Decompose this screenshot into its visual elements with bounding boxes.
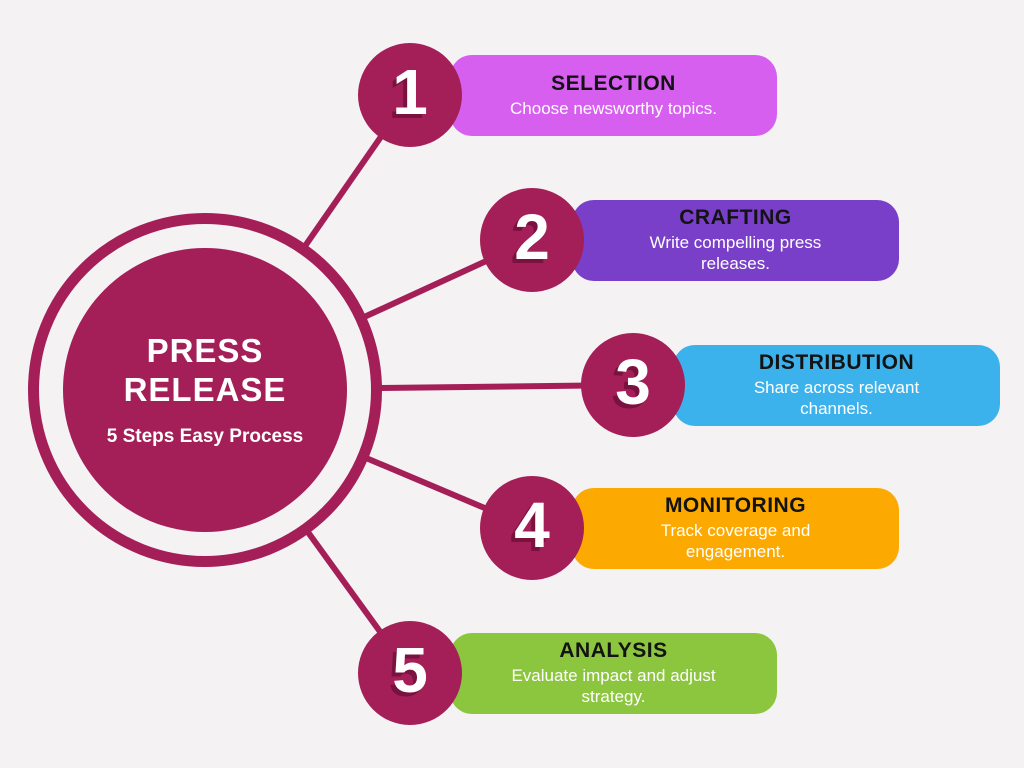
step-description: Choose newsworthy topics. bbox=[510, 98, 717, 118]
step-number-badge-5: 5 bbox=[358, 621, 462, 725]
step-number-badge-4: 4 bbox=[480, 476, 584, 580]
step-description: Evaluate impact and adjust strategy. bbox=[511, 666, 716, 707]
center-subtitle: 5 Steps Easy Process bbox=[106, 425, 304, 447]
step-title: ANALYSIS bbox=[559, 639, 668, 663]
step-description: Write compelling press releases. bbox=[649, 233, 822, 274]
step-title: MONITORING bbox=[664, 494, 807, 518]
step-description: Track coverage and engagement. bbox=[660, 521, 811, 562]
step-pill-analysis: ANALYSIS Evaluate impact and adjust stra… bbox=[450, 633, 777, 714]
center-circle: PRESS RELEASE 5 Steps Easy Process bbox=[63, 248, 347, 532]
step-title: CRAFTING bbox=[679, 206, 792, 230]
step-pill-distribution: DISTRIBUTION Share across relevant chann… bbox=[673, 345, 1000, 426]
step-number-badge-2: 2 bbox=[480, 188, 584, 292]
step-number-badge-1: 1 bbox=[358, 43, 462, 147]
step-pill-monitoring: MONITORING Track coverage and engagement… bbox=[572, 488, 899, 569]
step-number-badge-3: 3 bbox=[581, 333, 685, 437]
step-pill-selection: SELECTION Choose newsworthy topics. bbox=[450, 55, 777, 136]
step-title: DISTRIBUTION bbox=[758, 351, 915, 375]
center-title: PRESS RELEASE bbox=[123, 332, 287, 408]
step-description: Share across relevant channels. bbox=[753, 378, 920, 419]
step-pill-crafting: CRAFTING Write compelling press releases… bbox=[572, 200, 899, 281]
step-title: SELECTION bbox=[551, 71, 676, 95]
